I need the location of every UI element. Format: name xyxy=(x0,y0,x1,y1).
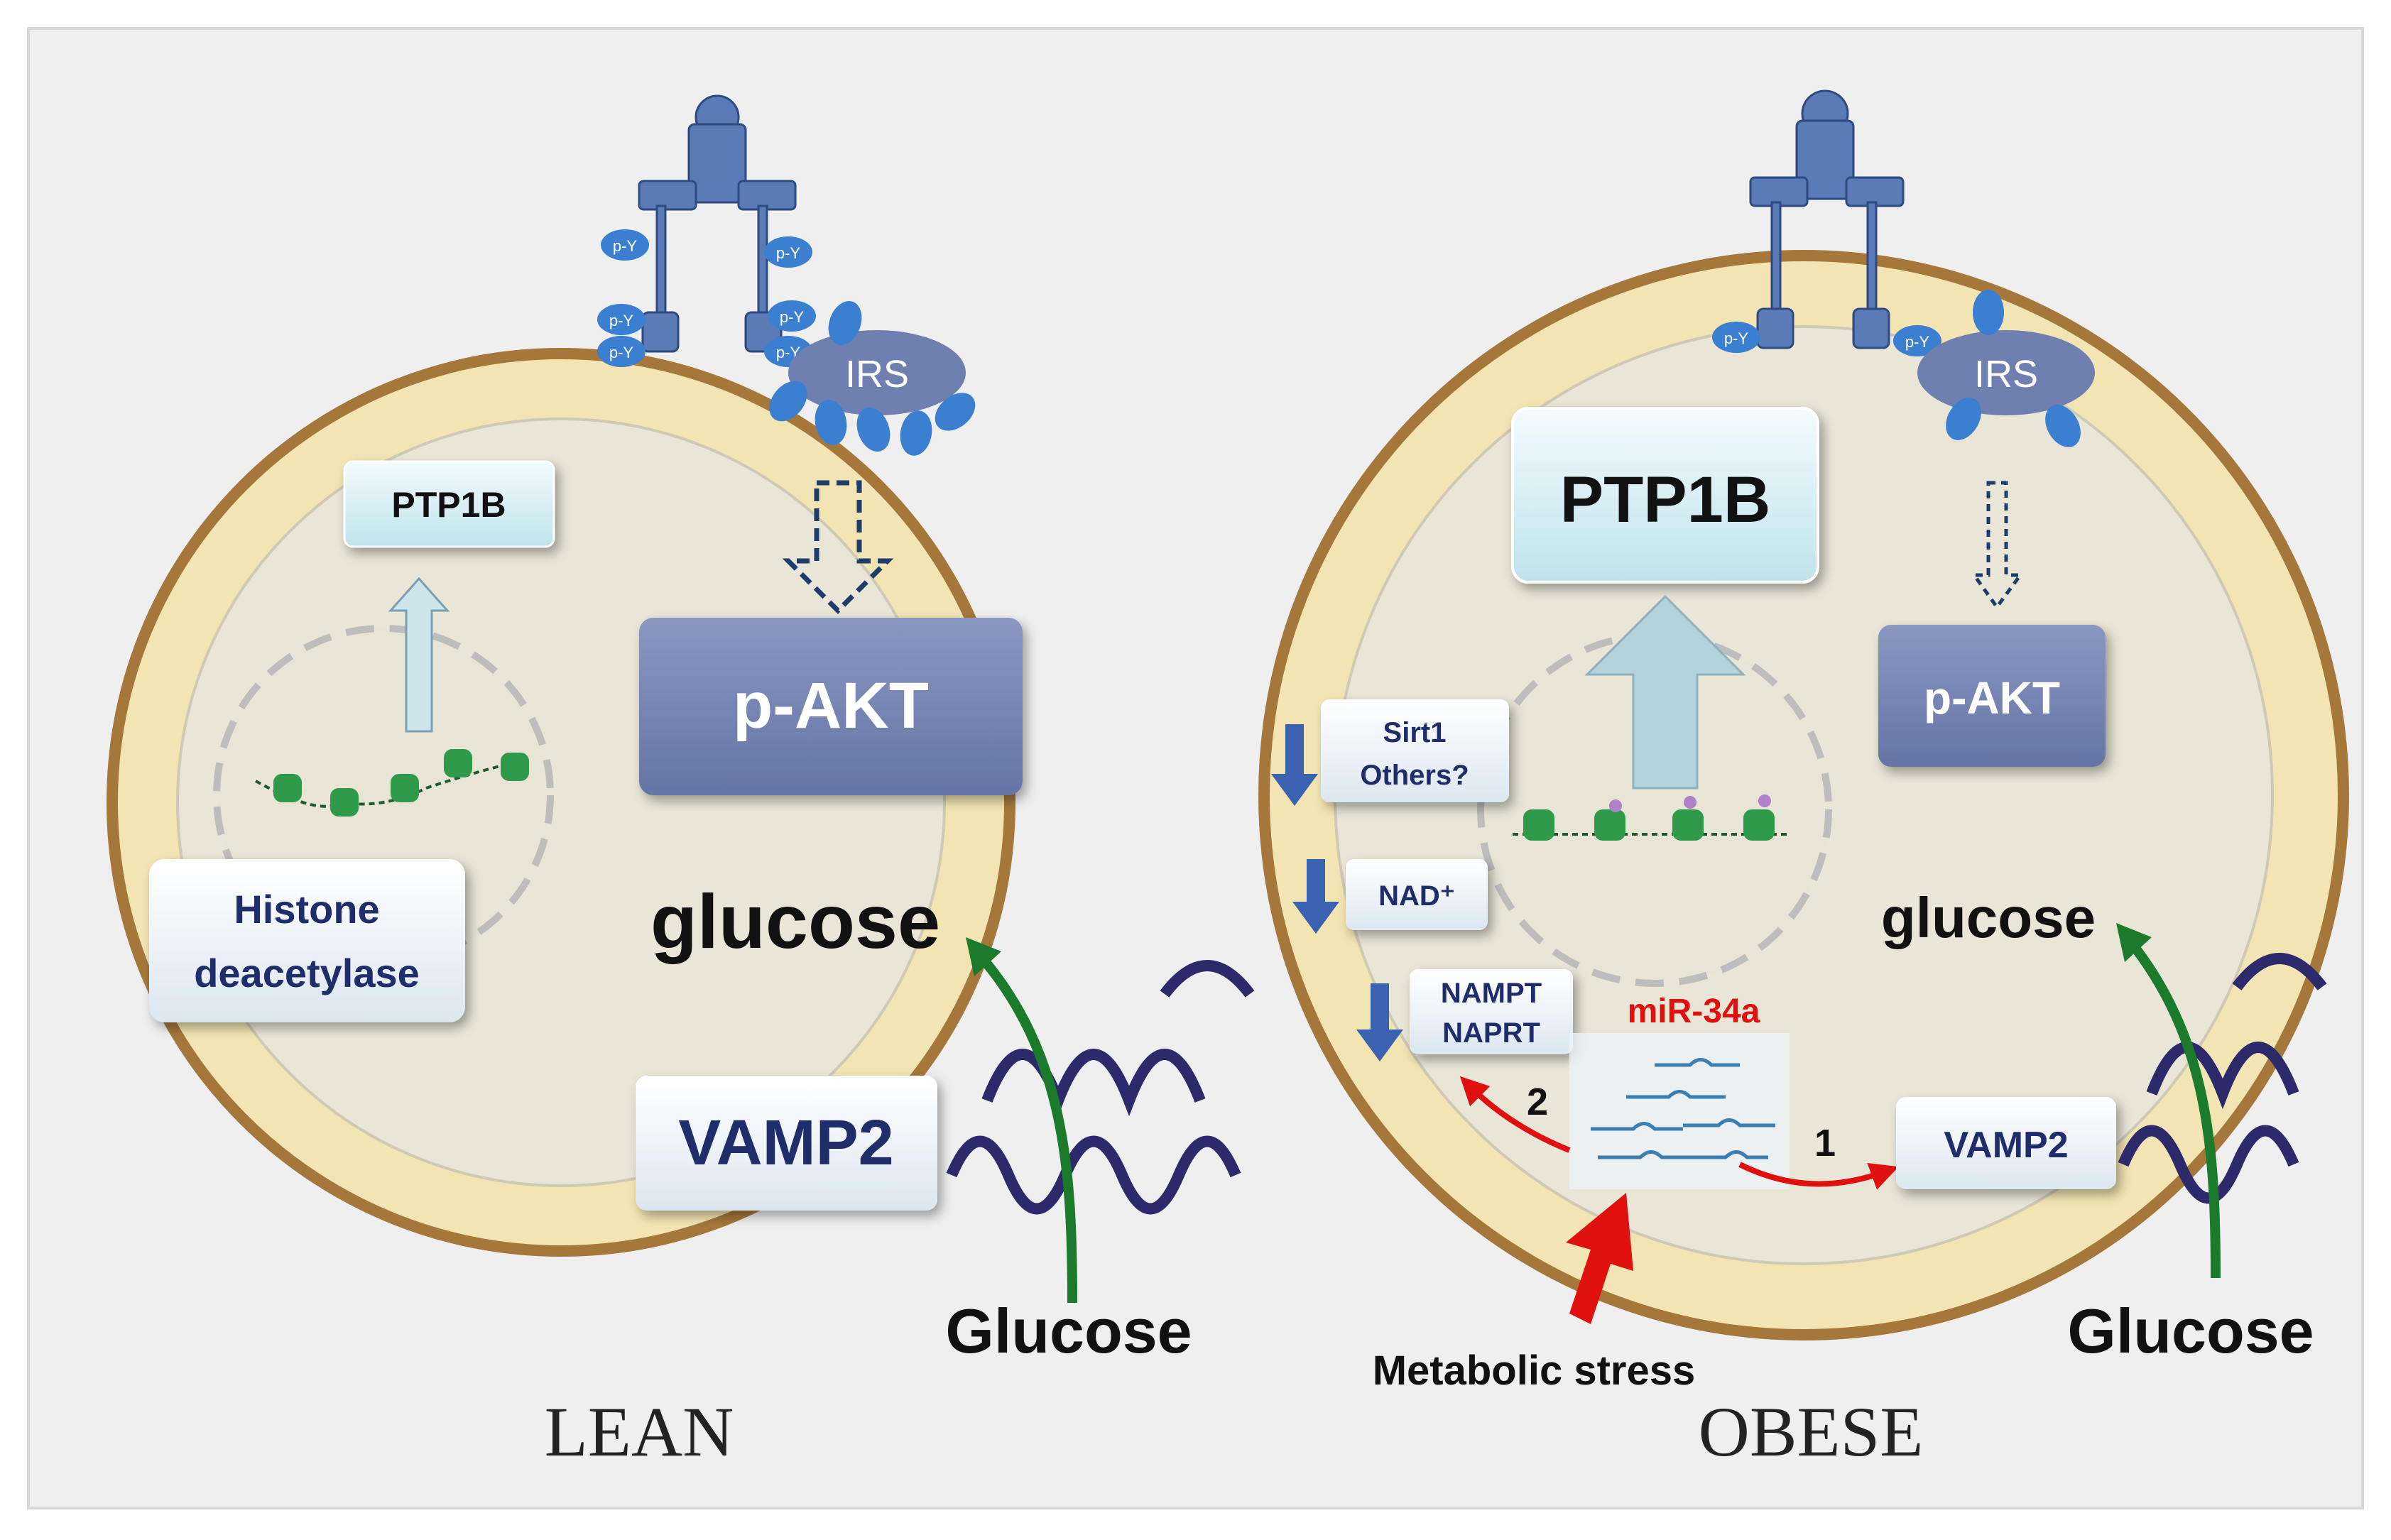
lean-irs: IRS xyxy=(769,301,976,456)
obese-ptp1b-label: PTP1B xyxy=(1560,464,1771,536)
svg-text:p-Y: p-Y xyxy=(609,312,634,329)
obese-cell: p-Y p-Y IRS p-AKT glucose PTP1B xyxy=(1258,89,2349,1471)
lean-histone-line2: deacetylase xyxy=(194,951,420,995)
obese-sirt1-box xyxy=(1321,699,1509,802)
obese-nampt-down-arrow xyxy=(1356,983,1403,1061)
lean-vamp2-box xyxy=(636,1076,937,1211)
lean-glucose-transporter xyxy=(946,960,1255,1215)
obese-vamp2-label: VAMP2 xyxy=(1944,1125,2068,1166)
lean-cell: p-Y p-Y p-Y p-Y p-Y p-Y IRS p-AKT glucos… xyxy=(107,94,1255,1471)
obese-sirt1-down-arrow xyxy=(1271,724,1318,806)
lean-ptp1b-label: PTP1B xyxy=(391,485,506,525)
obese-title: OBESE xyxy=(1699,1392,1924,1471)
svg-text:IRS: IRS xyxy=(1974,353,2038,395)
obese-vamp2-box xyxy=(1896,1097,2116,1189)
obese-glucose-arrow xyxy=(2123,934,2221,1279)
svg-text:p-Y: p-Y xyxy=(776,244,801,262)
obese-irs: IRS xyxy=(1917,290,2095,447)
obese-metabolic-stress-arrow xyxy=(1566,1193,1633,1324)
obese-nad-label: NAD⁺ xyxy=(1378,880,1455,912)
svg-text:IRS: IRS xyxy=(845,353,909,395)
lean-glucose-inside: glucose xyxy=(650,878,940,964)
svg-text:p-Y: p-Y xyxy=(613,237,638,255)
svg-text:p-Y: p-Y xyxy=(1724,329,1749,347)
obese-pakt-box xyxy=(1878,625,2106,767)
obese-red-arrow-2 xyxy=(1459,1076,1571,1153)
obese-nad-down-arrow xyxy=(1292,859,1339,934)
obese-step2: 2 xyxy=(1527,1081,1548,1123)
lean-up-arrow xyxy=(388,577,450,733)
obese-phospho-tags: p-Y p-Y xyxy=(1712,322,1941,356)
lean-histone-box xyxy=(149,859,465,1022)
obese-nucleosomes xyxy=(1513,794,1790,841)
obese-nampt-line2: NAPRT xyxy=(1442,1017,1540,1049)
obese-glucose-arrowhead xyxy=(2116,923,2152,962)
obese-dashed-arrow xyxy=(1971,481,2024,611)
svg-text:p-Y: p-Y xyxy=(780,308,805,326)
lean-title: LEAN xyxy=(545,1392,734,1471)
obese-insulin-receptor xyxy=(1749,89,1905,349)
obese-up-arrow xyxy=(1584,594,1746,790)
lean-pakt-box xyxy=(639,618,1023,795)
svg-text:p-Y: p-Y xyxy=(609,344,634,361)
lean-nucleosomes xyxy=(255,749,529,817)
lean-pakt-label: p-AKT xyxy=(733,670,929,742)
obese-sirt1-line1: Sirt1 xyxy=(1383,717,1447,748)
obese-step1: 1 xyxy=(1814,1122,1836,1164)
lean-vamp2-label: VAMP2 xyxy=(678,1108,893,1179)
obese-mir-hairpins xyxy=(1591,1058,1775,1159)
obese-mir-panel xyxy=(1569,1033,1790,1189)
obese-nad-box xyxy=(1346,859,1488,930)
obese-glucose-transporter xyxy=(2118,953,2327,1204)
obese-red-arrow-1 xyxy=(1738,1162,1899,1190)
lean-glucose-arrowhead xyxy=(966,937,1001,976)
lean-dashed-arrow xyxy=(782,480,894,614)
svg-text:p-Y: p-Y xyxy=(1905,333,1930,351)
obese-sirt1-line2: Others? xyxy=(1360,760,1469,791)
obese-glucose-outside: Glucose xyxy=(2067,1296,2314,1366)
obese-nampt-box xyxy=(1410,969,1573,1054)
lean-ptp1b-box xyxy=(343,460,555,548)
obese-pakt-label: p-AKT xyxy=(1924,672,2060,723)
obese-mir-label: miR-34a xyxy=(1628,993,1760,1030)
lean-glucose-arrow xyxy=(972,948,1077,1304)
obese-nampt-line1: NAMPT xyxy=(1441,978,1542,1009)
obese-metabolic-stress-label: Metabolic stress xyxy=(1373,1348,1696,1394)
obese-ptp1b-box xyxy=(1511,407,1819,584)
lean-glucose-outside: Glucose xyxy=(945,1296,1192,1366)
lean-histone-line1: Histone xyxy=(234,887,379,932)
obese-glucose-inside: glucose xyxy=(1881,886,2096,949)
